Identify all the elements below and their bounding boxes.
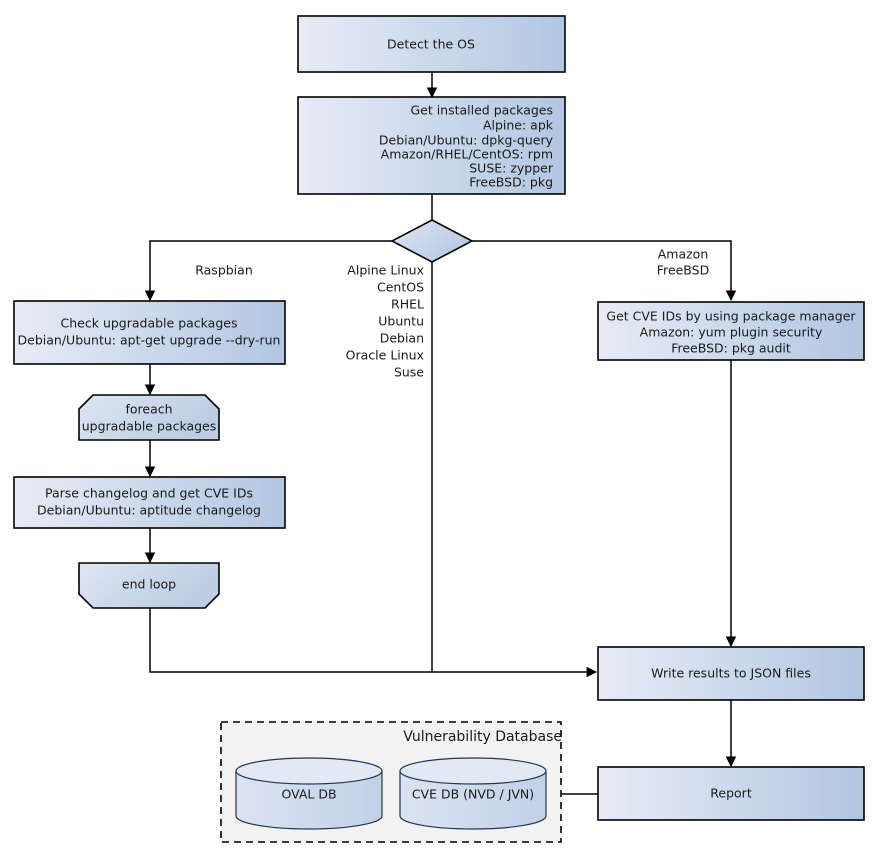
middle-distro-line-6: Suse	[394, 365, 424, 380]
db-cylinder-oval[interactable]: OVAL DB	[235, 757, 383, 830]
freebsd-label: FreeBSD	[657, 263, 709, 278]
get-packages-line-0: Get installed packages	[410, 103, 553, 118]
db-cylinder-cve[interactable]: CVE DB (NVD / JVN)	[399, 757, 547, 830]
write-results-label: Write results to JSON files	[651, 666, 811, 681]
node-os-decision-diamond[interactable]	[390, 219, 474, 263]
get-packages-line-3: Amazon/RHEL/CentOS: rpm	[381, 147, 553, 162]
node-detect-the-os[interactable]: Detect the OS	[297, 15, 566, 73]
get-cve-line-2: FreeBSD: pkg audit	[671, 341, 791, 356]
edge-label-amazon-freebsd: Amazon FreeBSD	[657, 247, 709, 278]
get-packages-line-5: FreeBSD: pkg	[469, 175, 553, 190]
edge-endloop-to-write-results	[149, 608, 598, 678]
get-cve-line-0: Get CVE IDs by using package manager	[606, 309, 856, 324]
node-end-loop[interactable]: end loop	[78, 562, 220, 609]
edge-decision-to-check-upgradable	[144, 240, 392, 302]
edge-decision-to-get-cve	[472, 240, 737, 302]
foreach-line-1: upgradable packages	[82, 419, 217, 434]
cve-db-label: CVE DB (NVD / JVN)	[412, 787, 534, 802]
get-packages-line-1: Alpine: apk	[483, 118, 554, 133]
node-foreach-loop[interactable]: foreach upgradable packages	[78, 394, 220, 441]
check-upgradable-line-1: Debian/Ubuntu: apt-get upgrade --dry-run	[18, 333, 281, 348]
parse-changelog-line-1: Debian/Ubuntu: aptitude changelog	[37, 503, 261, 518]
check-upgradable-line-0: Check upgradable packages	[61, 316, 238, 331]
node-write-results-to-json[interactable]: Write results to JSON files	[597, 646, 865, 701]
middle-distro-line-4: Debian	[380, 331, 424, 346]
middle-distro-line-0: Alpine Linux	[347, 263, 424, 278]
edge-label-raspbian: Raspbian	[195, 263, 253, 278]
group-vulnerability-database: Vulnerability Database OVAL DB CVE DB (N…	[220, 721, 562, 843]
get-packages-line-2: Debian/Ubuntu: dpkg-query	[379, 133, 554, 148]
raspbian-label: Raspbian	[195, 263, 253, 278]
middle-distro-line-5: Oracle Linux	[346, 348, 424, 363]
node-check-upgradable-packages[interactable]: Check upgradable packages Debian/Ubuntu:…	[13, 300, 286, 365]
end-loop-label: end loop	[122, 577, 176, 592]
get-cve-line-1: Amazon: yum plugin security	[640, 325, 823, 340]
report-label: Report	[710, 786, 752, 801]
node-report[interactable]: Report	[597, 766, 865, 821]
detect-os-label: Detect the OS	[387, 37, 475, 52]
foreach-line-0: foreach	[125, 402, 172, 417]
oval-db-label: OVAL DB	[281, 787, 336, 802]
node-parse-changelog[interactable]: Parse changelog and get CVE IDs Debian/U…	[13, 476, 286, 529]
middle-distro-line-2: RHEL	[391, 297, 424, 312]
node-get-installed-packages[interactable]: Get installed packages Alpine: apk Debia…	[297, 96, 566, 195]
edge-label-middle-distros: Alpine Linux CentOS RHEL Ubuntu Debian O…	[346, 263, 425, 380]
get-packages-line-4: SUSE: zypper	[469, 161, 554, 176]
amazon-label: Amazon	[658, 247, 709, 262]
middle-distro-line-1: CentOS	[377, 280, 424, 295]
middle-distro-line-3: Ubuntu	[378, 314, 424, 329]
vuln-db-group-title: Vulnerability Database	[403, 729, 562, 745]
connectors	[144, 72, 737, 795]
node-get-cve-ids[interactable]: Get CVE IDs by using package manager Ama…	[597, 301, 865, 361]
parse-changelog-line-0: Parse changelog and get CVE IDs	[45, 486, 253, 501]
